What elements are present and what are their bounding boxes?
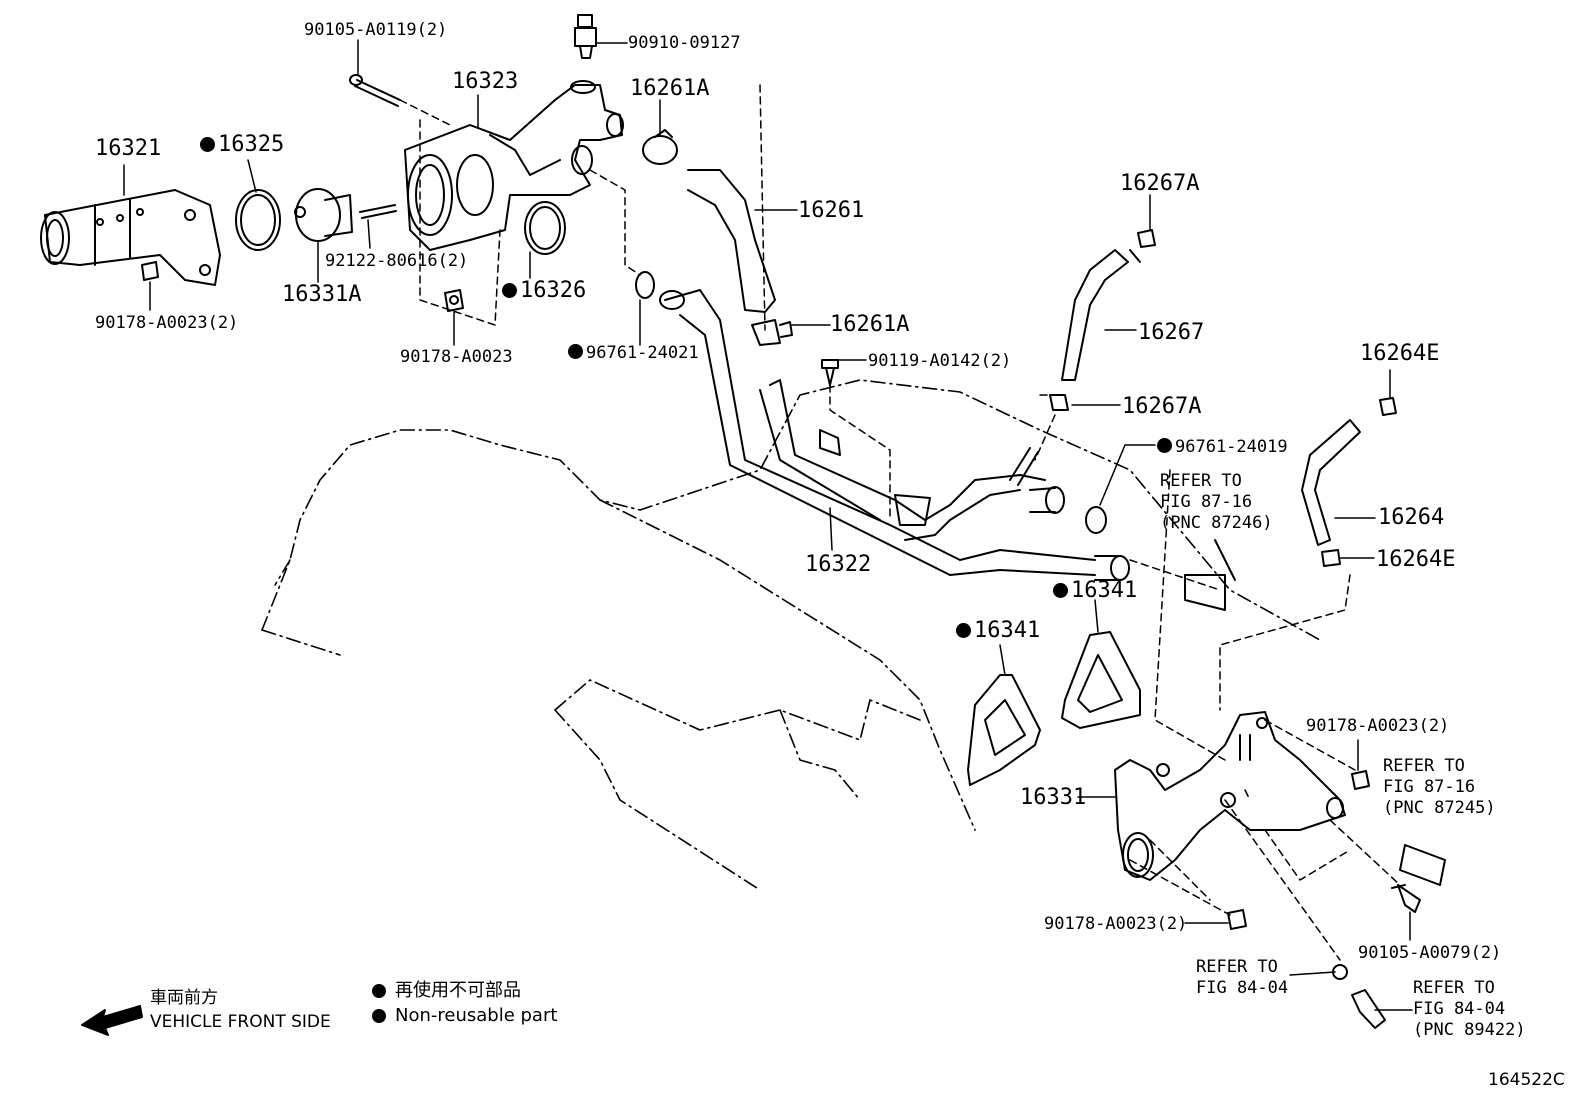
label-90178-a0023: 90178-A0023 (400, 347, 513, 367)
nonreuse-dot-icon (1053, 583, 1068, 598)
leader-lines (123, 39, 1413, 1011)
nonreuse-dot-icon (1157, 438, 1172, 453)
refer-87245-line2: FIG 87-16 (1383, 777, 1476, 797)
label-16267a-top: 16267A (1120, 171, 1200, 196)
refer-87246-line2: FIG 87-16 (1160, 492, 1253, 512)
refer-87245-line3: (PNC 87245) (1383, 798, 1496, 818)
part-16267-hose (1061, 249, 1141, 381)
clamp-16261a-mid (751, 319, 793, 346)
clamp-16267a-mid (1049, 394, 1069, 411)
label-16341-right: 16341 (1053, 579, 1137, 603)
label-16331a: 16331A (282, 282, 362, 307)
nonreuse-dot-icon (956, 623, 971, 638)
reference-dashes (399, 84, 1401, 961)
label-16261a-mid: 16261A (830, 312, 910, 337)
refer-89422-line3: (PNC 89422) (1413, 1020, 1526, 1040)
label-16341-left: 16341 (956, 619, 1040, 643)
part-16321-inlet-pipe (40, 189, 221, 286)
label-90178-a0023-2-bottom: 90178-A0023(2) (1044, 914, 1188, 934)
nonreuse-dot-icon (502, 283, 517, 298)
clamp-16261a-top (642, 129, 678, 165)
legend-nonreuse-en: Non-reusable part (395, 1005, 558, 1026)
clamp-16264e-top (1379, 397, 1397, 416)
label-90105-a0079: 90105-A0079(2) (1358, 943, 1502, 963)
label-16325: 16325 (200, 133, 284, 157)
front-arrow-icon (81, 1005, 143, 1036)
refer-87246-line1: REFER TO (1160, 471, 1242, 491)
nonreuse-dot-icon (568, 344, 583, 359)
nut-90178-right (1351, 770, 1370, 790)
label-16267: 16267 (1138, 320, 1205, 345)
part-16341-gasket-left (967, 674, 1041, 786)
label-90910-09127: 90910-09127 (628, 33, 741, 53)
label-16341-left-text: 16341 (974, 618, 1041, 643)
legend-front-en: VEHICLE FRONT SIDE (150, 1012, 331, 1032)
label-90119-a0142: 90119-A0142(2) (868, 351, 1012, 371)
part-16323-housing (404, 80, 624, 251)
refer-87245-line1: REFER TO (1383, 756, 1465, 776)
nut-90178-left (141, 261, 159, 281)
bolt-90105-a0119 (349, 74, 401, 107)
label-96761-24021-text: 96761-24021 (586, 343, 699, 363)
clamp-16264e-mid (1321, 549, 1341, 567)
label-16326: 16326 (502, 279, 586, 303)
label-16322: 16322 (805, 552, 872, 577)
sensor-pnc-89422 (1351, 989, 1386, 1029)
label-16261a-top: 16261A (630, 76, 710, 101)
part-16341-gasket-right (1061, 631, 1141, 729)
legend-nonreuse-jp: 再使用不可部品 (395, 980, 521, 1001)
part-16331a-thermostat (294, 188, 353, 242)
oring-96761-24019 (1085, 506, 1107, 534)
part-16325-gasket (235, 189, 281, 251)
bolt-90119 (821, 359, 839, 386)
nonreuse-dot-icon (372, 984, 386, 998)
label-96761-24019: 96761-24019 (1157, 437, 1288, 457)
figure-id: 164522C (1488, 1070, 1565, 1090)
label-90178-a0023-2-right: 90178-A0023(2) (1306, 716, 1450, 736)
oring-96761-24021 (635, 271, 655, 299)
nut-90178-bottom (1227, 909, 1247, 930)
nut-90178-mid (444, 289, 464, 312)
part-16264-hose (1301, 419, 1361, 546)
label-16261: 16261 (798, 198, 865, 223)
clamp-16267a-top (1137, 229, 1156, 248)
label-90178-a0023-2-left: 90178-A0023(2) (95, 313, 239, 333)
refer-89422-line2: FIG 84-04 (1413, 999, 1506, 1019)
label-16267a-mid: 16267A (1122, 394, 1202, 419)
stud-92122 (359, 204, 397, 219)
refer-89422-line1: REFER TO (1413, 978, 1495, 998)
label-16264e-top: 16264E (1360, 341, 1440, 366)
refer-84-04-line1: REFER TO (1196, 957, 1278, 977)
label-96761-24019-text: 96761-24019 (1175, 437, 1288, 457)
engine-outline (261, 379, 1321, 891)
part-16261-hose (687, 169, 776, 313)
ref-pipe-87246 (1184, 539, 1236, 611)
label-92122-80616: 92122-80616(2) (325, 251, 469, 271)
label-16264e-mid: 16264E (1376, 547, 1456, 572)
label-16323: 16323 (452, 69, 519, 94)
part-16322-pipe (659, 289, 1130, 581)
label-16321: 16321 (95, 136, 162, 161)
label-16331: 16331 (1020, 785, 1087, 810)
label-96761-24021: 96761-24021 (568, 343, 699, 363)
refer-84-04-line2: FIG 84-04 (1196, 978, 1289, 998)
refer-87246-line3: (PNC 87246) (1160, 513, 1273, 533)
legend-front-jp: 車両前方 (150, 988, 218, 1008)
label-90105-a0119: 90105-A0119(2) (304, 20, 448, 40)
sensor-90910 (574, 14, 597, 59)
label-16325-text: 16325 (218, 132, 285, 157)
label-16326-text: 16326 (520, 278, 587, 303)
ref-pipe-87245 (1399, 844, 1446, 886)
label-16264: 16264 (1378, 505, 1445, 530)
bolt-90105-a0079 (1391, 884, 1421, 913)
nonreuse-dot-icon-2 (372, 1009, 386, 1023)
part-16331-water-inlet (1114, 711, 1346, 881)
part-16326-gasket (524, 201, 566, 255)
nonreuse-dot-icon (200, 137, 215, 152)
label-16341-right-text: 16341 (1071, 578, 1138, 603)
